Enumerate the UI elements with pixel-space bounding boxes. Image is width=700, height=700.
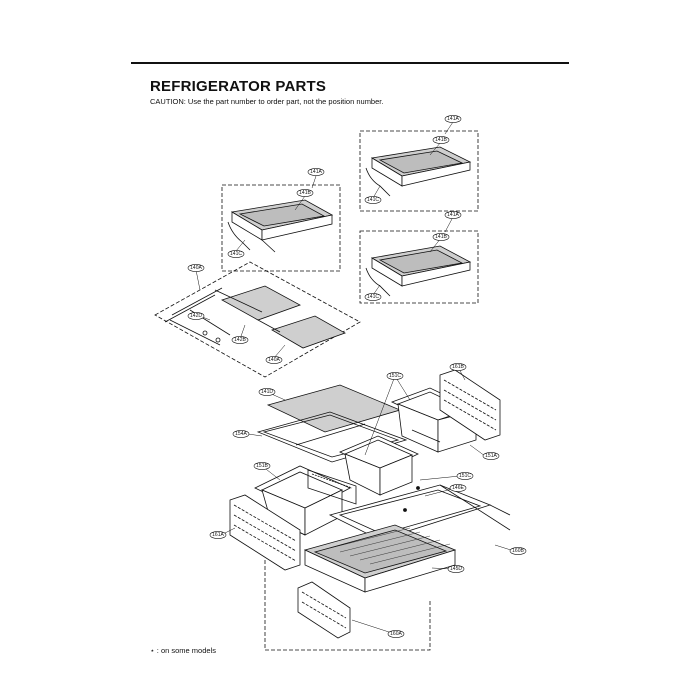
svg-text:161A: 161A <box>212 532 224 538</box>
svg-text:160B: 160B <box>512 548 524 554</box>
callout-frame-c: 140A <box>265 356 283 364</box>
center-crisper-bin <box>307 435 419 505</box>
top-rule <box>131 62 569 64</box>
left-side-panel <box>229 494 301 571</box>
svg-text:151B: 151B <box>256 463 268 469</box>
callout-right-bin: 151A <box>482 452 500 460</box>
callout-g2-c: 141C <box>364 196 382 204</box>
callout-bin-left: 151B <box>253 462 271 470</box>
svg-text:161B: 161B <box>452 364 464 370</box>
svg-text:151A: 151A <box>485 453 497 459</box>
callout-frame-a: 140A <box>187 264 205 272</box>
shelf-group-2 <box>359 130 479 212</box>
callout-g3-c: 141C <box>364 293 382 301</box>
shelf-group-3 <box>359 230 479 304</box>
svg-text:141C: 141C <box>367 294 379 300</box>
callout-cover: 141D <box>258 388 276 396</box>
svg-text:141A: 141A <box>447 116 459 122</box>
callout-frame-d: 142D <box>187 312 205 320</box>
svg-text:141B: 141B <box>435 234 447 240</box>
page-title: REFRIGERATOR PARTS <box>150 78 327 95</box>
svg-text:142D: 142D <box>190 313 202 319</box>
callout-center-bin: 151C <box>456 472 474 480</box>
callouts: 141A 141B 141C 141A 141B 141C 141A 141B … <box>187 115 527 638</box>
callout-right-panel-top: 161B <box>449 363 467 371</box>
callout-g1-a: 141A <box>307 168 325 176</box>
svg-text:154A: 154A <box>235 431 247 437</box>
svg-text:141B: 141B <box>299 190 311 196</box>
callout-g3-a: 141A <box>444 211 462 219</box>
svg-text:141D: 141D <box>261 389 273 395</box>
folding-shelf-assembly <box>154 261 361 378</box>
svg-text:151C: 151C <box>389 373 401 379</box>
callout-g1-b: 141B <box>296 189 314 197</box>
svg-text:141A: 141A <box>310 169 322 175</box>
callout-left-panel: 161A <box>209 531 227 539</box>
svg-text:140A: 140A <box>268 357 280 363</box>
svg-text:141C: 141C <box>367 197 379 203</box>
svg-text:142B: 142B <box>234 337 246 343</box>
svg-text:145D: 145D <box>450 566 462 572</box>
left-crisper-bin <box>254 465 351 536</box>
callout-bottom-panel: 160A <box>387 630 405 638</box>
bottom-drawer <box>303 524 457 593</box>
callout-g1-c: 141C <box>227 250 245 258</box>
svg-text:151C: 151C <box>459 473 471 479</box>
svg-text:146E: 146E <box>452 485 464 491</box>
callout-frame-b: 142B <box>231 336 249 344</box>
svg-text:141B: 141B <box>435 137 447 143</box>
svg-text:140A: 140A <box>190 265 202 271</box>
caution-note: CAUTION: Use the part number to order pa… <box>150 97 384 106</box>
svg-text:141C: 141C <box>230 251 242 257</box>
callout-g2-a: 141A <box>444 115 462 123</box>
callout-divider: 151C <box>386 372 404 380</box>
callout-rail-right: 160B <box>509 547 527 555</box>
bottom-panel-assembly <box>264 560 431 651</box>
callout-g3-b: 141B <box>432 233 450 241</box>
footnote: ⋆ : on some models <box>150 646 216 655</box>
callout-cover-frame: 154A <box>232 430 250 438</box>
callout-drawer: 145D <box>447 565 465 573</box>
callout-rail: 146E <box>449 484 467 492</box>
svg-text:141A: 141A <box>447 212 459 218</box>
shelf-group-1 <box>221 184 341 272</box>
lower-rail-frame <box>328 484 511 541</box>
svg-text:160A: 160A <box>390 631 402 637</box>
callout-g2-b: 141B <box>432 136 450 144</box>
